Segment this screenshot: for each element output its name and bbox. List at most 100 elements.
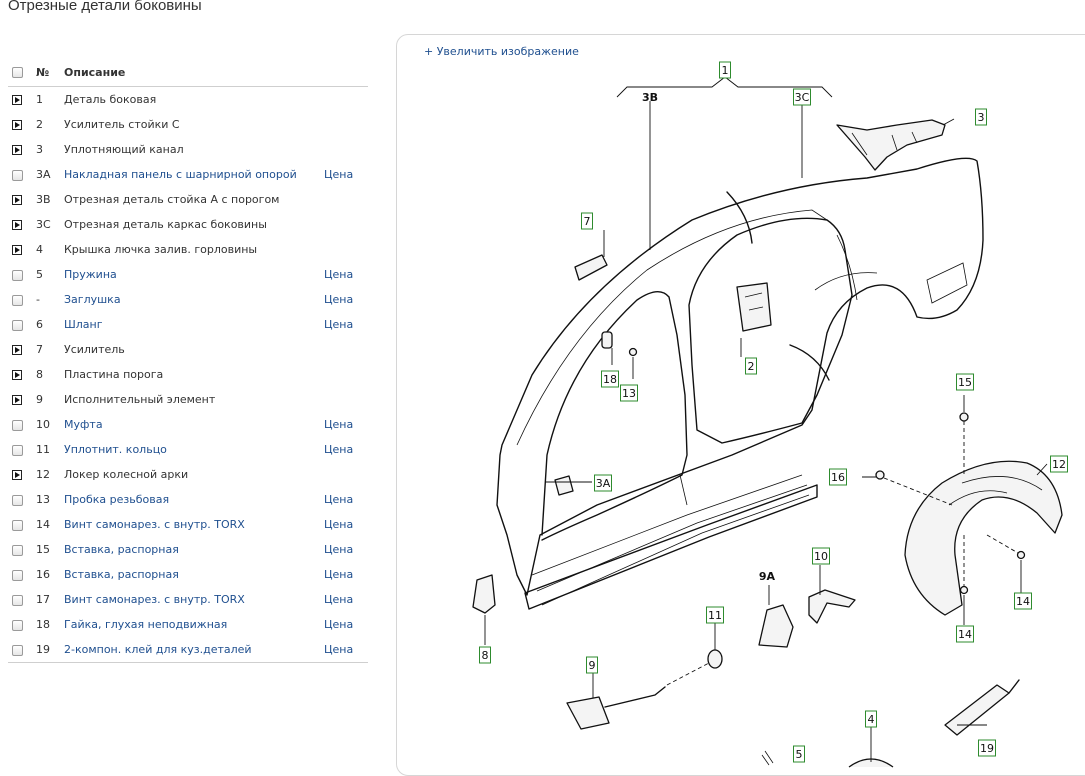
callout-9a[interactable]: 9A — [759, 570, 776, 583]
callout-13[interactable]: 13 — [620, 384, 638, 402]
price-link[interactable]: Цена — [324, 493, 354, 506]
row-checkbox[interactable] — [12, 319, 23, 331]
price-link[interactable]: Цена — [324, 618, 354, 631]
expand-arrow-icon[interactable] — [12, 395, 22, 405]
enlarge-image-link[interactable]: + Увеличить изображение — [424, 45, 579, 58]
part-description[interactable]: Гайка, глухая неподвижная — [64, 618, 228, 631]
expand-arrow-icon[interactable] — [12, 120, 22, 130]
expand-arrow-icon[interactable] — [12, 145, 22, 155]
expand-arrow-icon[interactable] — [12, 95, 22, 105]
price-link[interactable]: Цена — [324, 568, 354, 581]
row-checkbox[interactable] — [12, 494, 23, 506]
part-description[interactable]: Заглушка — [64, 293, 121, 306]
part-description[interactable]: Накладная панель с шарнирной опорой — [64, 168, 297, 181]
callout-label[interactable]: 5 — [796, 748, 803, 761]
part-description[interactable]: Муфта — [64, 418, 103, 431]
price-link[interactable]: Цена — [324, 443, 354, 456]
callout-14[interactable]: 14 — [1014, 592, 1032, 610]
callout-label[interactable]: 13 — [622, 387, 636, 400]
price-link[interactable]: Цена — [324, 318, 354, 331]
callout-box[interactable] — [706, 606, 724, 624]
callout-3b[interactable]: 3B — [642, 91, 658, 104]
callout-3a[interactable]: 3A — [594, 474, 612, 492]
callout-label[interactable]: 14 — [1016, 595, 1030, 608]
row-checkbox[interactable] — [12, 644, 23, 656]
row-checkbox[interactable] — [12, 419, 23, 431]
callout-label[interactable]: 15 — [958, 376, 972, 389]
callout-14[interactable]: 14 — [956, 625, 974, 643]
row-checkbox[interactable] — [12, 619, 23, 631]
part-description[interactable]: Винт самонарез. с внутр. TORX — [64, 593, 245, 606]
callout-label[interactable]: 11 — [708, 609, 722, 622]
callout-label[interactable]: 18 — [603, 373, 617, 386]
callout-label[interactable]: 9A — [759, 570, 776, 583]
callout-box[interactable] — [479, 646, 491, 664]
callout-label[interactable]: 3A — [596, 477, 611, 490]
callout-2[interactable]: 2 — [745, 357, 757, 375]
part-description[interactable]: Пробка резьбовая — [64, 493, 170, 506]
price-link[interactable]: Цена — [324, 168, 354, 181]
callout-box[interactable] — [956, 373, 974, 391]
callout-9[interactable]: 9 — [586, 656, 598, 674]
callout-label[interactable]: 12 — [1052, 458, 1066, 471]
row-checkbox[interactable] — [12, 519, 23, 531]
callout-label[interactable]: 2 — [748, 360, 755, 373]
callout-11[interactable]: 11 — [706, 606, 724, 624]
callout-box[interactable] — [601, 370, 619, 388]
price-link[interactable]: Цена — [324, 268, 354, 281]
callout-label[interactable]: 10 — [814, 550, 828, 563]
callout-label[interactable]: 3C — [795, 91, 810, 104]
callout-box[interactable] — [745, 357, 757, 375]
expand-arrow-icon[interactable] — [12, 345, 22, 355]
callout-box[interactable] — [793, 88, 811, 106]
callout-box[interactable] — [829, 468, 847, 486]
part-description[interactable]: Шланг — [64, 318, 103, 331]
callout-7[interactable]: 7 — [581, 212, 593, 230]
callout-15[interactable]: 15 — [956, 373, 974, 391]
callout-label[interactable]: 3B — [642, 91, 658, 104]
select-all-checkbox[interactable] — [12, 67, 23, 78]
row-checkbox[interactable] — [12, 544, 23, 556]
callout-box[interactable] — [812, 547, 830, 565]
price-link[interactable]: Цена — [324, 518, 354, 531]
callout-box[interactable] — [581, 212, 593, 230]
row-checkbox[interactable] — [12, 569, 23, 581]
price-link[interactable]: Цена — [324, 418, 354, 431]
price-link[interactable]: Цена — [324, 543, 354, 556]
expand-arrow-icon[interactable] — [12, 220, 22, 230]
callout-label[interactable]: 3 — [978, 111, 985, 124]
part-description[interactable]: Винт самонарез. с внутр. TORX — [64, 518, 245, 531]
callout-box[interactable] — [975, 108, 987, 126]
row-checkbox[interactable] — [12, 169, 23, 181]
callout-12[interactable]: 12 — [1050, 455, 1068, 473]
callout-5[interactable]: 5 — [793, 745, 805, 763]
row-checkbox[interactable] — [12, 294, 23, 306]
expand-arrow-icon[interactable] — [12, 370, 22, 380]
callout-10[interactable]: 10 — [812, 547, 830, 565]
callout-box[interactable] — [620, 384, 638, 402]
callout-16[interactable]: 16 — [829, 468, 847, 486]
price-link[interactable]: Цена — [324, 593, 354, 606]
callout-19[interactable]: 19 — [978, 739, 996, 757]
callout-box[interactable] — [1050, 455, 1068, 473]
part-description[interactable]: Вставка, распорная — [64, 568, 179, 581]
